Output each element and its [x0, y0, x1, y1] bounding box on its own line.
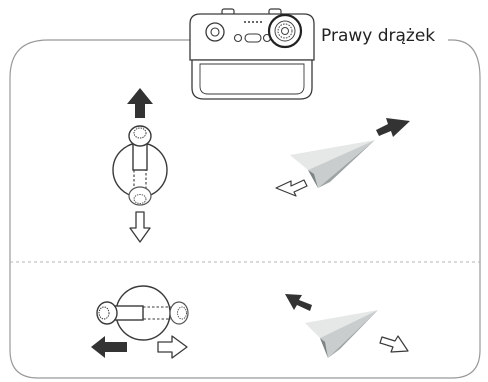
diagram-frame [9, 39, 481, 379]
right-stick-highlight-icon [267, 13, 303, 49]
arrow-right-outline-icon [157, 335, 188, 359]
right-stick-label: Prawy drążek [318, 26, 439, 46]
stick-horizontal-icon [96, 285, 189, 341]
arrow-up-solid-icon [127, 88, 153, 118]
arrow-backward-left-solid-icon [285, 294, 312, 311]
paper-plane-turn-icon [305, 310, 378, 358]
arrow-back-outline-icon [275, 179, 308, 197]
arrow-forward-solid-icon [376, 118, 410, 137]
arrow-left-solid-icon [91, 336, 127, 358]
arrow-forward-right-outline-icon [379, 335, 409, 353]
paper-plane-icon [290, 140, 375, 188]
stick-vertical-icon [112, 125, 168, 206]
arrow-down-outline-icon [129, 211, 151, 243]
